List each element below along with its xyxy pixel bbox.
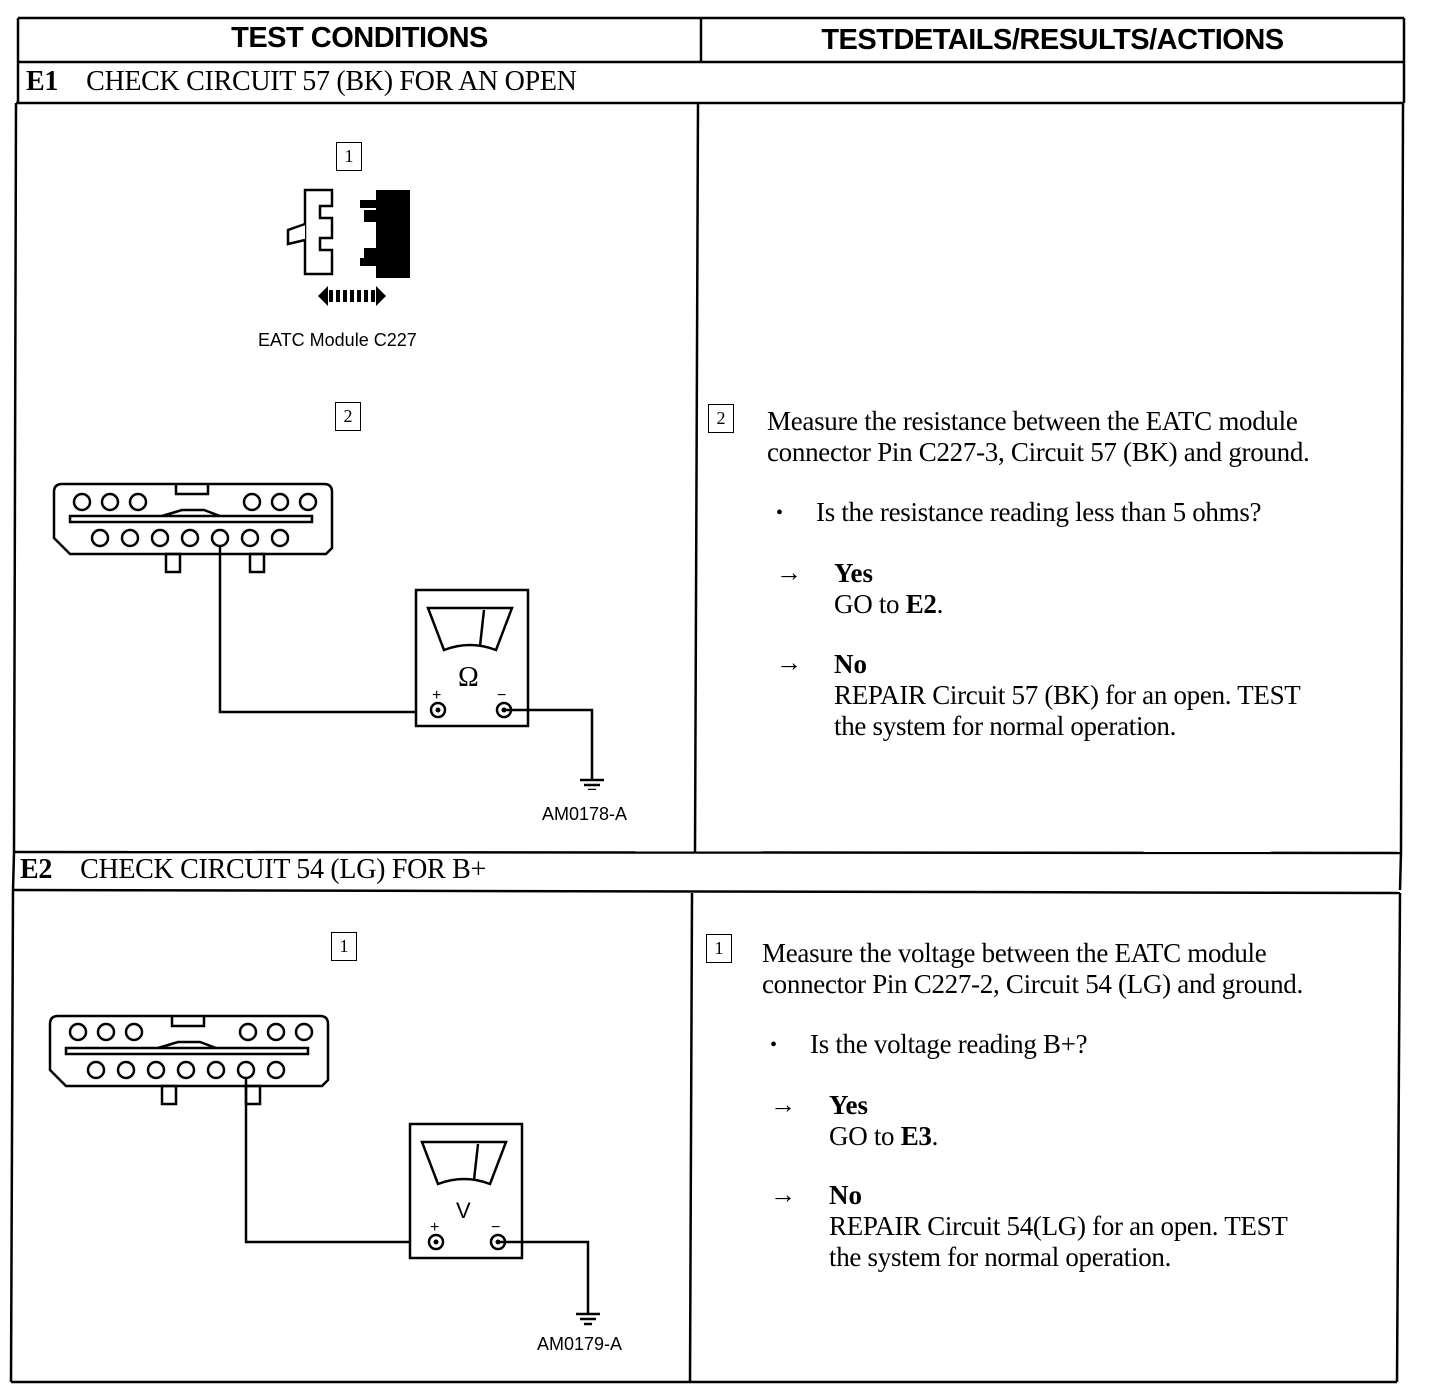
arrow-right-icon: → bbox=[776, 558, 802, 587]
e2-instruction-line-1: Measure the voltage between the EATC mod… bbox=[762, 938, 1267, 968]
e2-yes-result: Yes GO to E3. bbox=[829, 1090, 938, 1152]
e2-yes-action: GO to E3. bbox=[829, 1121, 939, 1151]
e1-no-line-2: the system for normal operation. bbox=[834, 711, 1177, 741]
e1-question: Is the resistance reading less than 5 oh… bbox=[816, 497, 1262, 527]
e1-callout-2: 2 bbox=[335, 402, 361, 431]
e2-title-text: CHECK CIRCUIT 54 (LG) FOR B+ bbox=[80, 854, 486, 885]
bullet-icon: • bbox=[770, 1034, 778, 1056]
e2-diagram-id: AM0179-A bbox=[537, 1334, 623, 1354]
column-header-test-conditions: TEST CONDITIONS bbox=[231, 22, 488, 54]
connector-disconnect-icon bbox=[286, 188, 410, 306]
e1-yes-target[interactable]: E2 bbox=[905, 589, 937, 619]
e1-title-text: CHECK CIRCUIT 57 (BK) FOR AN OPEN bbox=[86, 66, 577, 97]
e1-yes-label: Yes bbox=[834, 558, 873, 588]
e1-yes-result: Yes GO to E2. bbox=[834, 558, 943, 620]
e2-yes-label: Yes bbox=[829, 1090, 868, 1120]
volt-symbol: V bbox=[456, 1198, 471, 1223]
arrow-right-icon: → bbox=[776, 648, 802, 677]
e2-no-line-2: the system for normal operation. bbox=[829, 1242, 1172, 1272]
e2-instruction-number: 1 bbox=[706, 934, 732, 963]
e2-circuit-diagram: V + − bbox=[48, 1014, 600, 1326]
e2-no-label: No bbox=[829, 1180, 862, 1210]
e2-yes-target[interactable]: E3 bbox=[900, 1121, 932, 1151]
ohm-symbol: Ω bbox=[458, 662, 479, 693]
e1-no-result: No REPAIR Circuit 57 (BK) for an open. T… bbox=[834, 649, 1301, 742]
column-header-test-details: TESTDETAILS/RESULTS/ACTIONS bbox=[821, 24, 1284, 56]
e1-circuit-diagram: Ω + − bbox=[52, 482, 604, 790]
e1-section-title: E1 CHECK CIRCUIT 57 (BK) FOR AN OPEN bbox=[26, 66, 577, 98]
arrow-right-icon: → bbox=[770, 1090, 796, 1119]
e1-instruction-line-2: connector Pin C227-3, Circuit 57 (BK) an… bbox=[767, 437, 1310, 467]
e1-step-number: E1 bbox=[26, 66, 59, 97]
e1-instruction-number: 2 bbox=[708, 404, 734, 433]
e2-instruction: Measure the voltage between the EATC mod… bbox=[762, 938, 1303, 1000]
e2-section-title: E2 CHECK CIRCUIT 54 (LG) FOR B+ bbox=[20, 854, 486, 886]
connector-caption: EATC Module C227 bbox=[258, 330, 417, 350]
e2-no-line-1: REPAIR Circuit 54(LG) for an open. TEST bbox=[829, 1211, 1288, 1241]
minus-sign: − bbox=[491, 1219, 500, 1236]
e1-diagram-id: AM0178-A bbox=[542, 804, 628, 824]
e2-instruction-line-2: connector Pin C227-2, Circuit 54 (LG) an… bbox=[762, 969, 1303, 999]
e1-instruction: Measure the resistance between the EATC … bbox=[767, 406, 1310, 468]
e2-callout-1: 1 bbox=[331, 932, 357, 961]
plus-sign: + bbox=[432, 687, 441, 704]
plus-sign: + bbox=[430, 1219, 439, 1236]
e1-callout-1: 1 bbox=[336, 142, 362, 171]
bullet-icon: • bbox=[776, 502, 784, 524]
arrow-right-icon: → bbox=[770, 1180, 796, 1209]
e1-no-line-1: REPAIR Circuit 57 (BK) for an open. TEST bbox=[834, 680, 1301, 710]
e2-question: Is the voltage reading B+? bbox=[810, 1029, 1088, 1059]
e2-step-number: E2 bbox=[20, 854, 53, 885]
e1-no-label: No bbox=[834, 649, 867, 679]
e1-yes-action: GO to E2. bbox=[834, 589, 944, 619]
e1-instruction-line-1: Measure the resistance between the EATC … bbox=[767, 406, 1298, 436]
minus-sign: − bbox=[497, 687, 506, 704]
e2-no-result: No REPAIR Circuit 54(LG) for an open. TE… bbox=[829, 1180, 1288, 1273]
